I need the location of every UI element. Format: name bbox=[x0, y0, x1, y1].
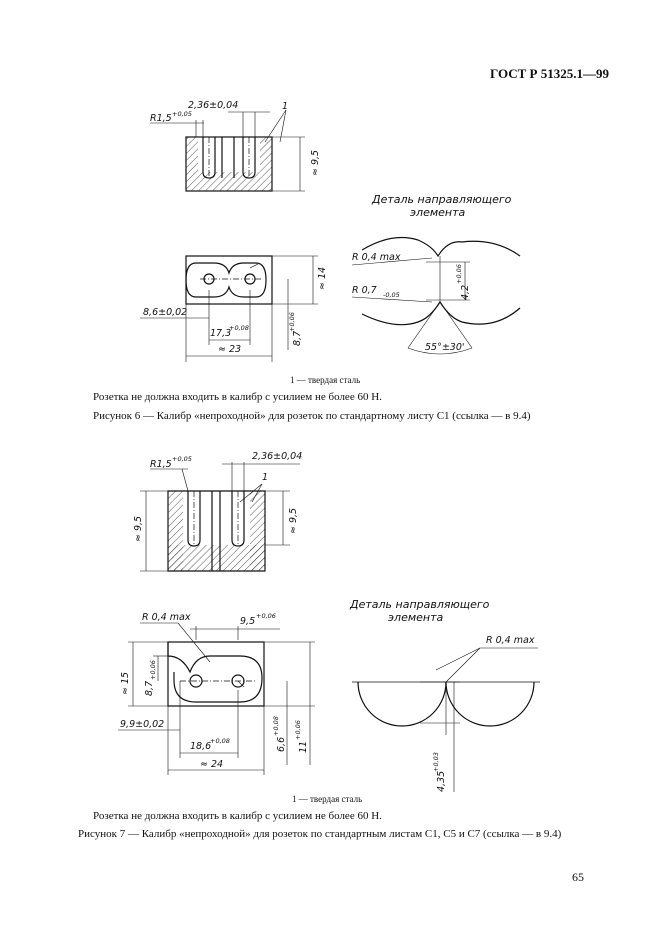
figure-6-drawing: R1,5 +0,05 2,36±0,04 1 ≈ 9,5 ≈ 14 8,6±0,… bbox=[140, 100, 521, 362]
fig7-front-view bbox=[118, 622, 315, 775]
fig7-offset: 9,9±0,02 bbox=[120, 719, 164, 730]
fig6-detail-title-1: Деталь направляющего bbox=[371, 193, 512, 206]
fig6-radius-label: R1,5 bbox=[150, 113, 172, 124]
fig7-detail-depth-tol: +0,03 bbox=[432, 752, 440, 772]
fig6-callout: 1 bbox=[282, 101, 288, 112]
fig7-height-a-tol: +0,08 bbox=[272, 716, 280, 736]
fig6-depth-tol: +0,06 bbox=[288, 312, 296, 332]
fig7-overall: ≈ 24 bbox=[200, 759, 223, 770]
fig7-height-b-tol: +0,06 bbox=[294, 720, 302, 740]
fig7-height-left: ≈ 9,5 bbox=[133, 516, 144, 542]
fig6-note: Розетка не должна входить в калибр с уси… bbox=[93, 391, 382, 403]
fig6-detail-radius-small-tol: -0,05 bbox=[383, 291, 400, 299]
figure-7-drawing: R1,5 +0,05 2,36±0,04 1 ≈ 9,5 ≈ 9,5 R 0 bbox=[118, 451, 540, 792]
standard-header: ГОСТ Р 51325.1—99 bbox=[490, 66, 609, 81]
fig6-detail-gap: 4,2 bbox=[460, 285, 471, 300]
fig7-height-a: 6,6 bbox=[276, 737, 287, 752]
fig6-legend: 1 — твердая сталь bbox=[290, 375, 361, 385]
fig6-height: ≈ 9,5 bbox=[310, 150, 321, 176]
fig7-caption: Рисунок 7 — Калибр «непроходной» для роз… bbox=[78, 828, 562, 840]
fig6-top-view bbox=[150, 109, 305, 192]
fig7-slot-width: 2,36±0,04 bbox=[252, 451, 302, 462]
fig6-offset: 8,6±0,02 bbox=[143, 307, 187, 318]
fig7-detail-title-1: Деталь направляющего bbox=[349, 598, 490, 611]
fig6-front-view bbox=[140, 255, 318, 362]
fig7-top-view bbox=[140, 462, 300, 572]
fig7-slot-span-tol: +0,06 bbox=[256, 612, 276, 620]
fig6-depth: 8,7 bbox=[292, 331, 303, 346]
fig7-callout: 1 bbox=[262, 472, 268, 483]
fig7-detail-radius-max: R 0,4 max bbox=[486, 635, 535, 646]
fig7-detail-view bbox=[352, 647, 540, 792]
fig6-overall: ≈ 23 bbox=[218, 344, 241, 355]
page-number: 65 bbox=[572, 870, 584, 884]
fig6-detail-view bbox=[351, 237, 521, 355]
fig7-radius-tol: +0,05 bbox=[172, 455, 192, 463]
fig6-detail-radius-max: R 0,4 max bbox=[352, 252, 401, 263]
fig7-legend: 1 — твердая сталь bbox=[292, 794, 363, 804]
fig6-center-span-tol: +0,08 bbox=[229, 324, 249, 332]
fig6-center-span: 17,3 bbox=[210, 328, 231, 339]
fig6-radius-tol: +0,05 bbox=[172, 110, 192, 118]
fig6-detail-gap-tol: +0,06 bbox=[455, 264, 463, 284]
fig6-height-right: ≈ 14 bbox=[317, 267, 328, 290]
fig6-detail-angle: 55°±30' bbox=[425, 342, 465, 353]
fig6-caption: Рисунок 6 — Калибр «непроходной» для роз… bbox=[93, 410, 531, 422]
fig6-detail-radius-small: R 0,7 bbox=[352, 285, 377, 296]
fig7-detail-depth: 4,35 bbox=[436, 771, 447, 792]
fig7-center-span-tol: +0,08 bbox=[210, 737, 230, 745]
fig6-detail-title-2: элемента bbox=[410, 206, 466, 219]
fig7-radius-label: R1,5 bbox=[150, 459, 172, 470]
fig7-height-b: 11 bbox=[298, 741, 309, 753]
fig6-slot-width: 2,36±0,04 bbox=[188, 100, 238, 111]
fig7-note: Розетка не должна входить в калибр с уси… bbox=[93, 810, 382, 822]
fig7-detail-title-2: элемента bbox=[388, 611, 444, 624]
fig7-height-right: ≈ 9,5 bbox=[288, 508, 299, 534]
fig7-pin-height: 8,7 bbox=[144, 681, 155, 696]
fig7-overall-height: ≈ 15 bbox=[120, 672, 131, 695]
fig7-slot-span: 9,5 bbox=[240, 616, 255, 627]
fig7-center-span: 18,6 bbox=[190, 741, 211, 752]
fig7-front-radius: R 0,4 max bbox=[142, 612, 191, 623]
fig7-pin-height-tol: +0,06 bbox=[149, 660, 157, 680]
